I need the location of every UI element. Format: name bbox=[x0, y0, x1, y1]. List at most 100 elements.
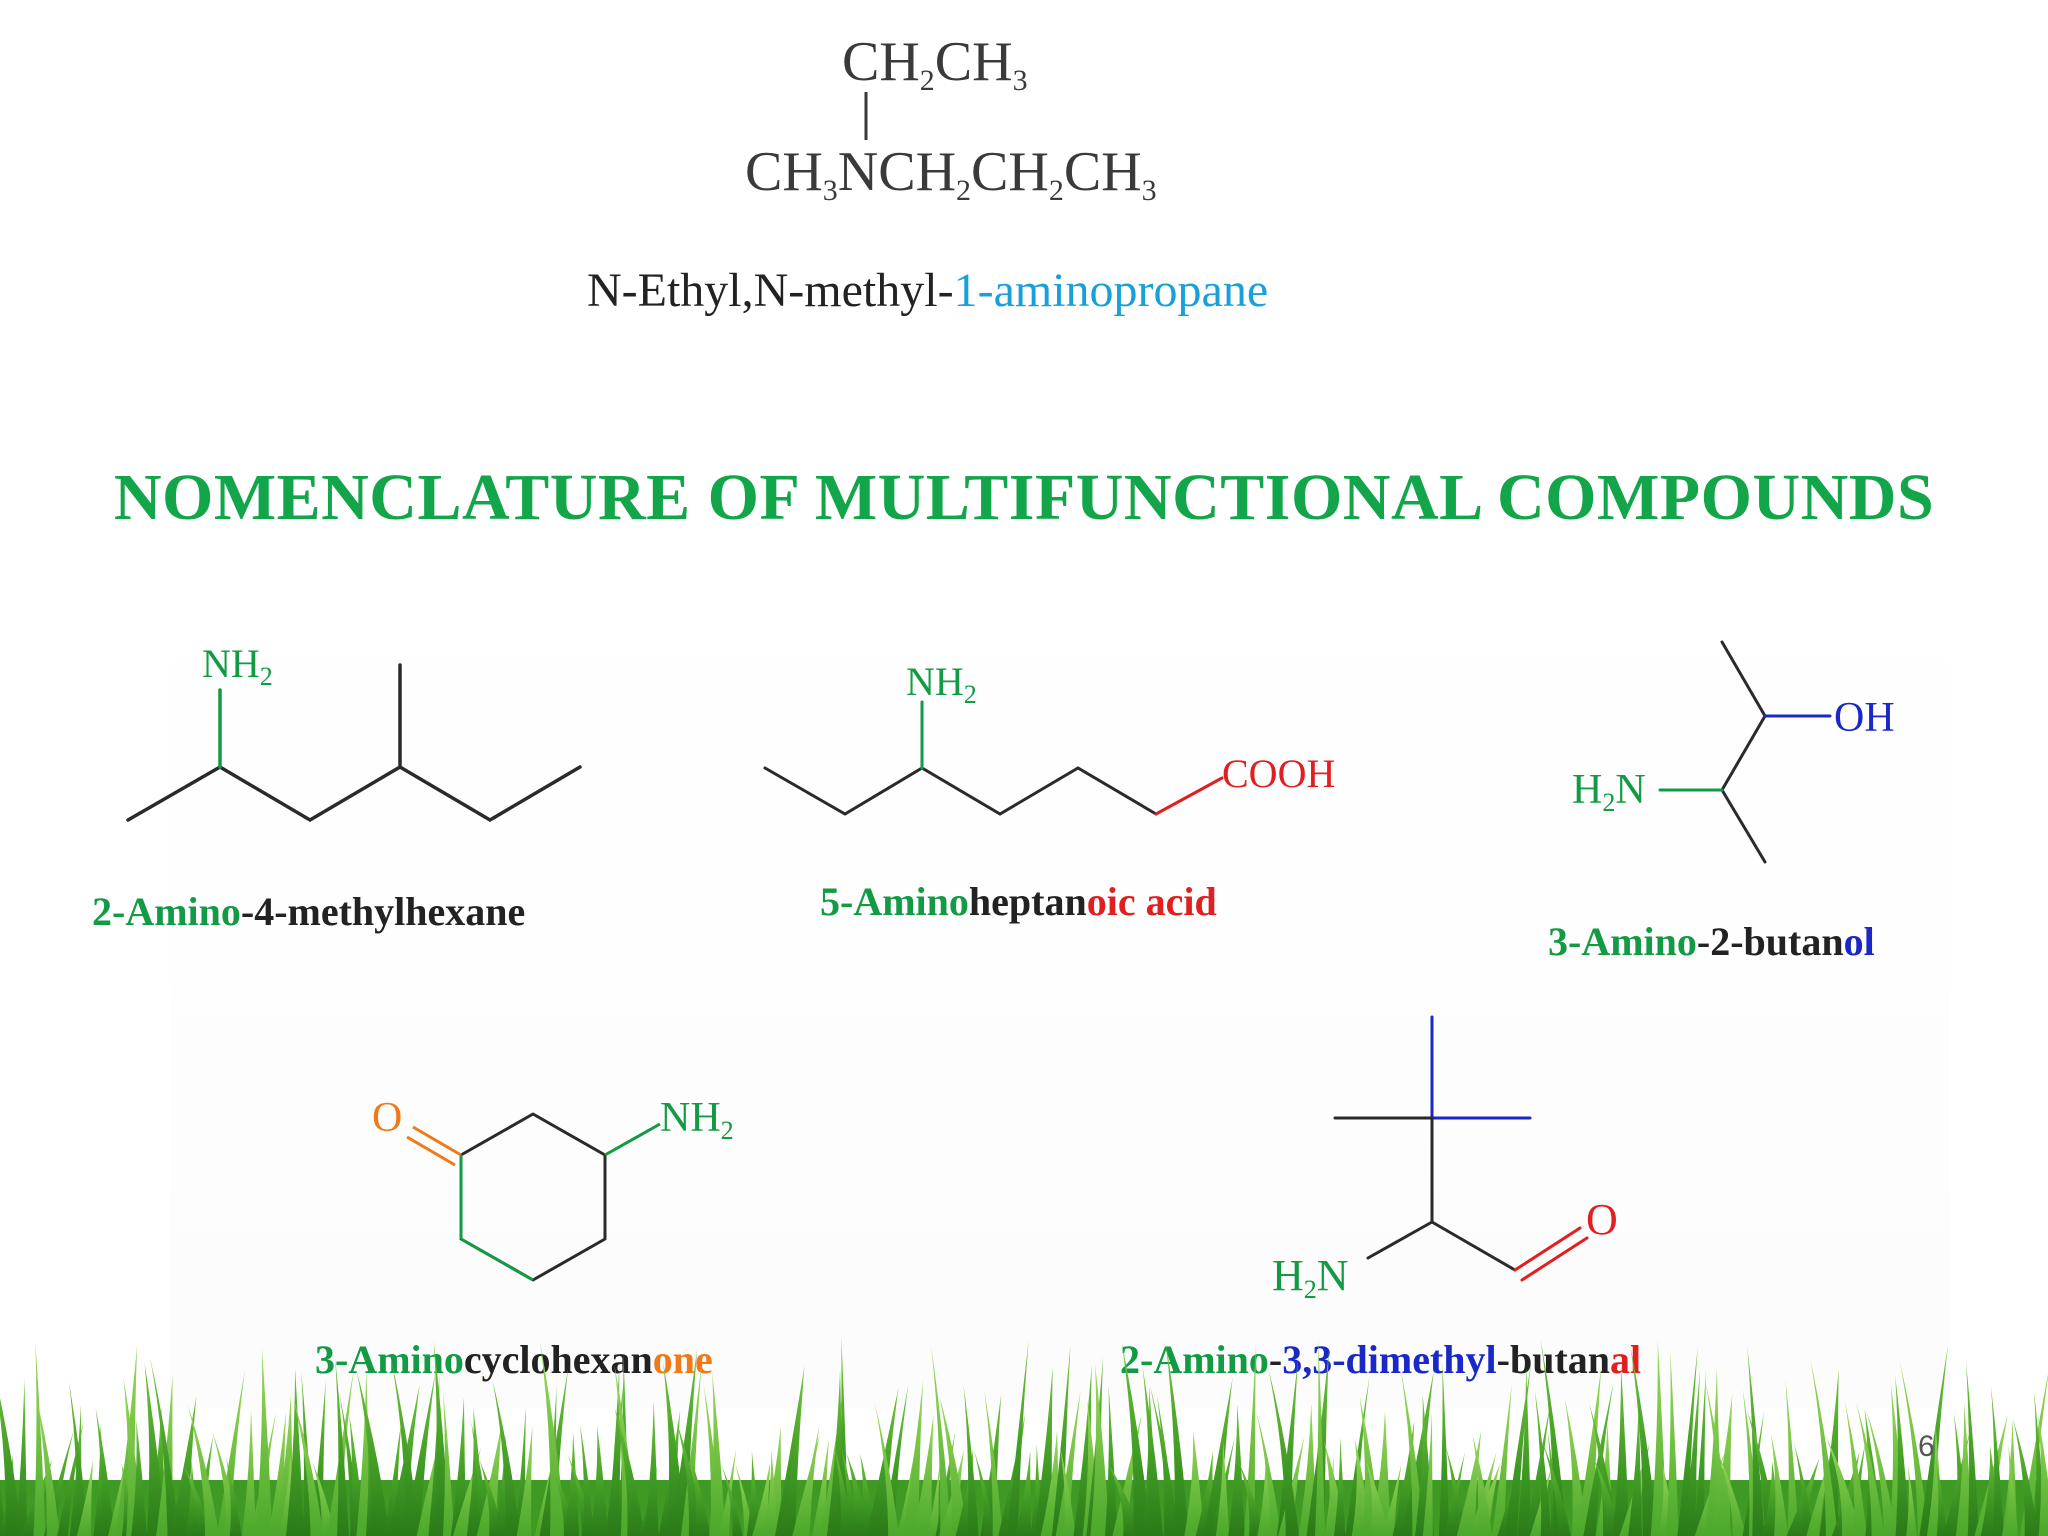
grass-blade bbox=[76, 1459, 93, 1536]
grass-blade bbox=[1793, 1441, 1814, 1536]
grass-blade bbox=[383, 1421, 402, 1536]
grass-blade bbox=[150, 1358, 180, 1536]
grass-blade bbox=[1542, 1441, 1571, 1536]
grass-blade bbox=[796, 1424, 820, 1536]
grass-blade bbox=[902, 1380, 924, 1536]
grass-blade bbox=[1710, 1394, 1733, 1536]
grass-blade bbox=[841, 1446, 859, 1536]
c3-oh-label: OH bbox=[1834, 695, 1895, 741]
grass-blade bbox=[2006, 1444, 2018, 1536]
grass-blade bbox=[1366, 1462, 1389, 1536]
grass-blade bbox=[1899, 1361, 1930, 1536]
grass-blade bbox=[187, 1403, 220, 1536]
grass-blade bbox=[752, 1462, 771, 1536]
grass-blade bbox=[1108, 1464, 1142, 1536]
grass-blade bbox=[1121, 1342, 1151, 1536]
grass-blade bbox=[0, 1397, 23, 1536]
grass-blade bbox=[1315, 1337, 1326, 1536]
c1-nh2-label: NH2 bbox=[202, 641, 273, 691]
grass-blade bbox=[131, 1419, 147, 1536]
grass-blade bbox=[1504, 1362, 1532, 1536]
grass-blade bbox=[1906, 1464, 1917, 1536]
grass-blade bbox=[1717, 1451, 1746, 1536]
grass-blade bbox=[1770, 1434, 1789, 1536]
grass-blade bbox=[1612, 1366, 1630, 1536]
compound-name-5: 2-Amino-3,3-dimethyl-butanal bbox=[1120, 1337, 1642, 1382]
grass-blade bbox=[312, 1461, 336, 1536]
grass-blade bbox=[144, 1362, 166, 1536]
grass-blade bbox=[1819, 1368, 1839, 1536]
grass-blade bbox=[1268, 1368, 1300, 1536]
grass-blade bbox=[1810, 1359, 1838, 1536]
grass-blade bbox=[579, 1423, 595, 1536]
grass-blade bbox=[1015, 1451, 1032, 1536]
grass-blade bbox=[216, 1369, 246, 1536]
grass-blade bbox=[1445, 1446, 1467, 1536]
grass-blade bbox=[1965, 1361, 1980, 1536]
grass-blade bbox=[564, 1432, 580, 1536]
grass-blade bbox=[1693, 1370, 1706, 1536]
grass-blade bbox=[356, 1369, 371, 1536]
grass-blade bbox=[1919, 1345, 1949, 1536]
page-number: 6 bbox=[1918, 1430, 1935, 1463]
grass-blade bbox=[1491, 1384, 1512, 1536]
grass-blade bbox=[931, 1346, 952, 1536]
grass-blade bbox=[1534, 1389, 1552, 1536]
top-formula-ethyl: CH2CH3 bbox=[842, 31, 1028, 97]
grass-blade bbox=[286, 1368, 304, 1536]
grass-blade bbox=[1683, 1369, 1701, 1536]
compound-name-1: 2-Amino-4-methylhexane bbox=[92, 889, 526, 934]
grass-blade bbox=[1104, 1385, 1118, 1536]
c4-o-label: O bbox=[372, 1095, 403, 1141]
grass-blade bbox=[689, 1454, 711, 1536]
grass-blade bbox=[1990, 1386, 2005, 1536]
grass-blade bbox=[1438, 1361, 1450, 1536]
grass-blade bbox=[973, 1449, 996, 1536]
grass-blade bbox=[912, 1414, 934, 1536]
top-formula-main-chain: CH3NCH2CH2CH3 bbox=[745, 141, 1157, 207]
grass-blade bbox=[1472, 1434, 1492, 1536]
grass-blade bbox=[1165, 1341, 1189, 1536]
grass-blade bbox=[1666, 1350, 1679, 1536]
grass-blade bbox=[1705, 1381, 1732, 1536]
grass-blade bbox=[1895, 1375, 1910, 1536]
c5-h2n-label: H2N bbox=[1272, 1251, 1349, 1304]
grass-blade bbox=[1856, 1402, 1885, 1536]
structure-2-amino-3-3-dimethyl-butanal bbox=[1333, 1015, 1589, 1282]
grass-blade bbox=[614, 1407, 645, 1536]
grass-blade bbox=[170, 1396, 197, 1536]
grass-blade bbox=[1142, 1366, 1163, 1536]
grass-blade bbox=[1628, 1403, 1642, 1536]
grass-blade bbox=[1422, 1411, 1433, 1536]
grass-blade bbox=[1866, 1409, 1897, 1536]
c2-nh2-label: NH2 bbox=[906, 659, 977, 709]
grass-blade bbox=[1333, 1437, 1346, 1536]
grass-blade bbox=[927, 1465, 940, 1536]
grass-blade bbox=[293, 1397, 324, 1536]
grass-blade bbox=[590, 1425, 609, 1536]
structure-3-aminocyclohexanone bbox=[406, 1112, 661, 1282]
grass-blade bbox=[226, 1457, 242, 1536]
compound-name-4: 3-Aminocyclohexanone bbox=[315, 1337, 713, 1382]
grass-blade bbox=[718, 1448, 737, 1536]
slide-title: NOMENCLATURE OF MULTIFUNCTIONAL COMPOUND… bbox=[113, 461, 1935, 534]
grass-blade bbox=[607, 1364, 620, 1536]
grass-blade bbox=[1055, 1390, 1081, 1536]
grass-blade bbox=[1238, 1462, 1266, 1536]
grass-blade bbox=[242, 1408, 256, 1536]
grass-blade bbox=[709, 1372, 726, 1536]
grass-blade bbox=[1215, 1440, 1230, 1536]
c5-o-label: O bbox=[1586, 1195, 1618, 1244]
grass-blade bbox=[746, 1450, 760, 1536]
grass-blade bbox=[356, 1371, 390, 1536]
c4-nh2-label: NH2 bbox=[660, 1095, 734, 1145]
structure-5-aminoheptanoic-acid bbox=[763, 700, 1224, 816]
grass-blade bbox=[1576, 1366, 1602, 1536]
grass-blade bbox=[404, 1371, 436, 1536]
grass-blade bbox=[1228, 1404, 1245, 1536]
grass-blade bbox=[763, 1426, 782, 1536]
grass-blade bbox=[1630, 1345, 1658, 1536]
